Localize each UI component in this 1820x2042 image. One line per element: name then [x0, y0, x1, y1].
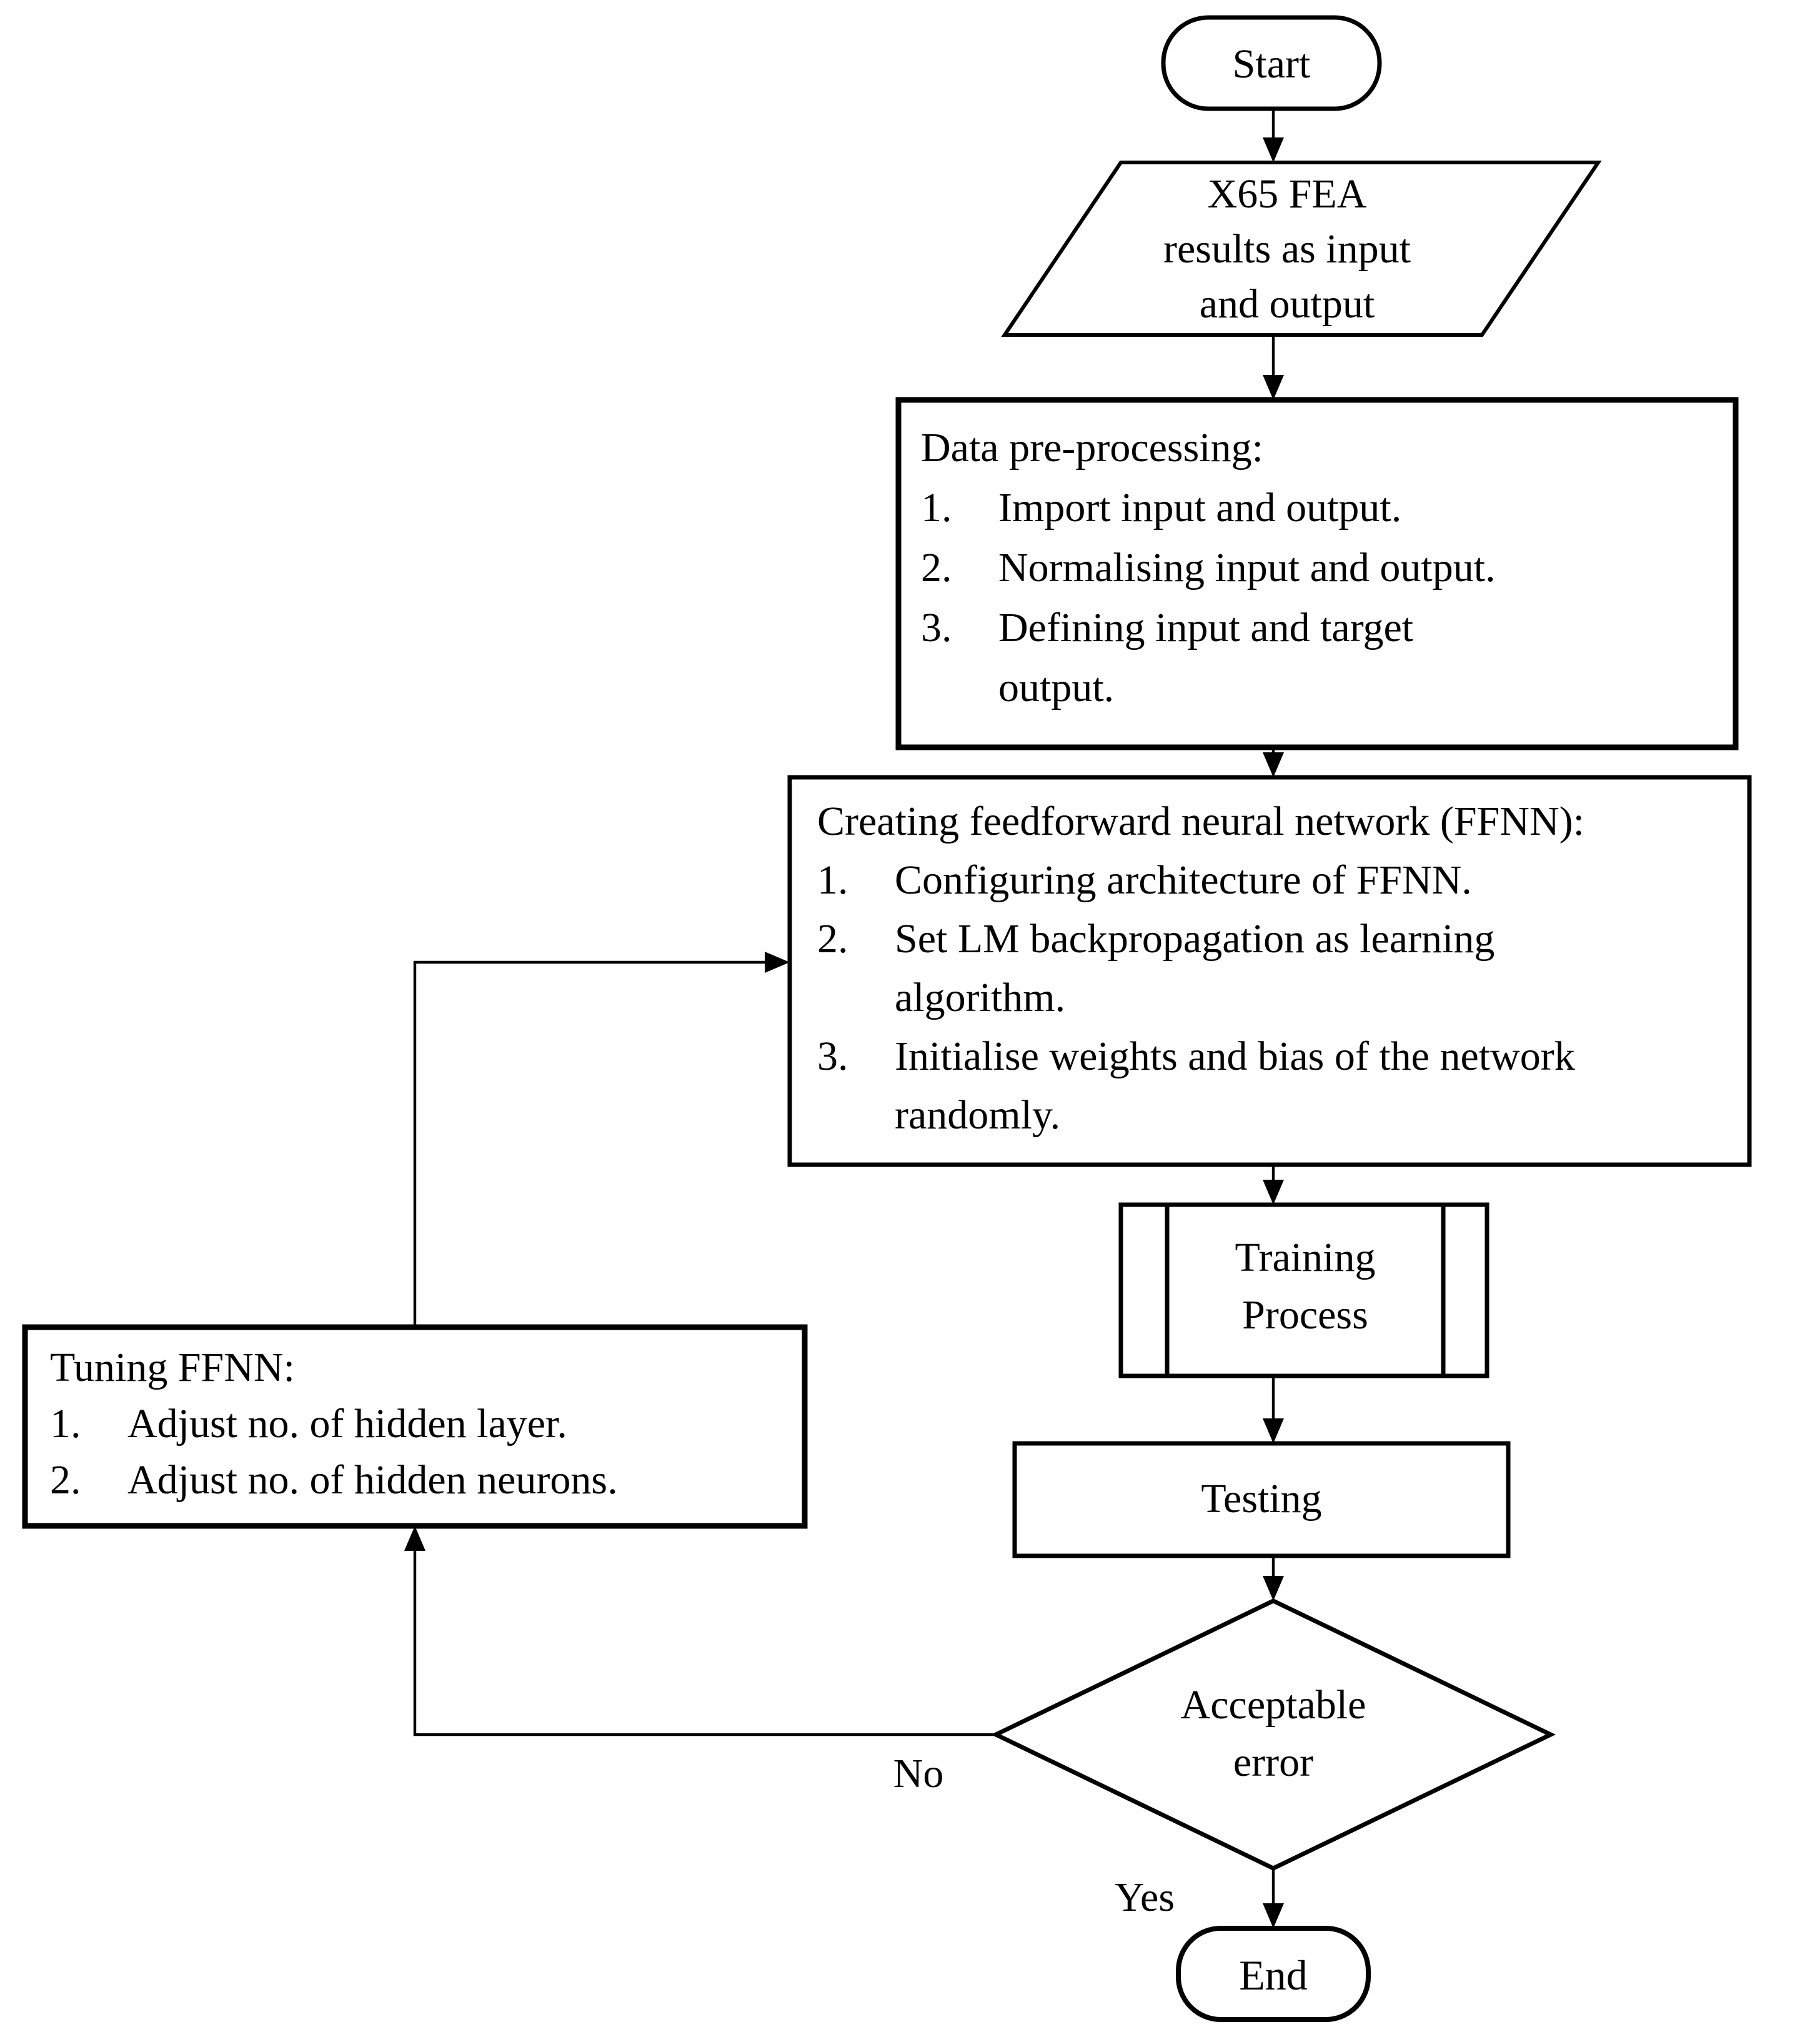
preprocess-title: Data pre-processing: [921, 426, 1263, 471]
preprocess-item-2: 2. Normalising input and output. [921, 539, 1713, 599]
start-node-label: Start [1232, 42, 1311, 87]
preprocess-item-1: 1. Import input and output. [921, 479, 1713, 539]
tuning-node-text: Tuning FFNN: 1. Adjust no. of hidden lay… [25, 1327, 805, 1526]
arrowhead-into-input [1263, 137, 1284, 162]
item-text: Defining input and target [998, 606, 1414, 651]
item-text: Configuring architecture of FFNN. [895, 859, 1472, 904]
ffnn-item-2-cont: algorithm. [895, 976, 1066, 1021]
edge-no-branch [413, 1550, 996, 1736]
training-predefined-process-shape [1118, 1202, 1489, 1378]
end-node-label: End [1239, 1953, 1308, 2000]
item-text: Normalising input and output. [998, 546, 1496, 591]
item-text: Import input and output. [998, 486, 1402, 531]
input-parallelogram-shape [1001, 161, 1602, 337]
item-number: 1. [50, 1402, 81, 1447]
start-terminator-shape [1161, 15, 1382, 111]
item-number: 3. [921, 606, 952, 651]
preprocess-node-text: Data pre-processing: 1. Import input and… [898, 400, 1736, 747]
ffnn-process-shape [787, 775, 1752, 1167]
item-number: 3. [817, 1035, 848, 1080]
item-number: 2. [817, 917, 848, 962]
ffnn-title: Creating feedforward neural network (FFN… [817, 800, 1584, 845]
input-line-1: X65 FEA [1207, 172, 1367, 217]
decision-line-1: Acceptable [1180, 1683, 1366, 1728]
yes-edge-label: Yes [1114, 1876, 1175, 1921]
ffnn-item-3: 3. Initialise weights and bias of the ne… [817, 1028, 1722, 1087]
arrowhead-into-ffnn [1263, 752, 1284, 777]
item-number: 1. [921, 486, 952, 531]
item-number: 2. [921, 546, 952, 591]
decision-line-2: error [1233, 1741, 1314, 1786]
arrowhead-into-training [1263, 1180, 1284, 1205]
ffnn-item-3-cont: randomly. [895, 1093, 1061, 1138]
no-edge-label: No [893, 1752, 944, 1797]
preprocess-process-shape [895, 397, 1739, 750]
item-number: 1. [817, 859, 848, 904]
item-text: Set LM backpropagation as learning [895, 917, 1495, 962]
arrowhead-into-preprocess [1263, 375, 1284, 400]
tuning-title: Tuning FFNN: [50, 1346, 295, 1391]
tuning-item-1: 1. Adjust no. of hidden layer. [50, 1397, 780, 1453]
input-line-2: results as input [1163, 227, 1411, 272]
arrowhead-into-end [1263, 1903, 1284, 1928]
tuning-item-2: 2. Adjust no. of hidden neurons. [50, 1453, 780, 1510]
input-line-3: and output [1199, 282, 1375, 327]
preprocess-item-3-cont: output. [998, 666, 1115, 711]
training-line-2: Process [1242, 1293, 1368, 1338]
ffnn-item-1: 1. Configuring architecture of FFNN. [817, 852, 1722, 911]
item-text: Adjust no. of hidden layer. [127, 1402, 567, 1447]
decision-node-label: Acceptable error [1086, 1677, 1461, 1792]
decision-diamond-shape [990, 1598, 1556, 1871]
arrowhead-into-testing [1263, 1418, 1284, 1443]
edge-return-to-ffnn [413, 960, 767, 1327]
testing-node-label: Testing [1201, 1477, 1322, 1522]
arrowhead-into-decision [1263, 1576, 1284, 1601]
ffnn-item-2: 2. Set LM backpropagation as learning [817, 911, 1722, 970]
ffnn-node-text: Creating feedforward neural network (FFN… [790, 777, 1749, 1165]
arrowhead-return-into-ffnn [765, 952, 790, 973]
training-node-label: Training Process [1167, 1230, 1443, 1345]
input-node-label: X65 FEA results as input and output [1025, 167, 1549, 332]
item-text: Adjust no. of hidden neurons. [127, 1458, 618, 1503]
preprocess-item-3: 3. Defining input and target [921, 599, 1713, 659]
arrowhead-into-tuning [404, 1526, 425, 1551]
item-text: Initialise weights and bias of the netwo… [895, 1035, 1575, 1080]
testing-process-shape [1012, 1441, 1511, 1558]
item-number: 2. [50, 1458, 81, 1503]
training-line-1: Training [1235, 1236, 1376, 1281]
